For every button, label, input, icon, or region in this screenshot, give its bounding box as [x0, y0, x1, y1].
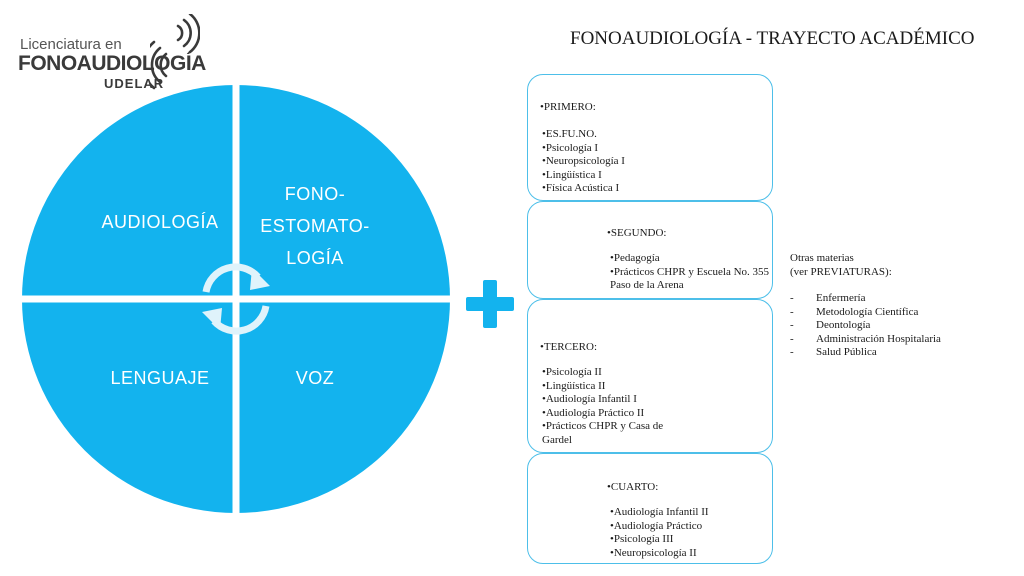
subject-item: •Prácticos CHPR y Escuela No. 355 Paso d… — [610, 265, 770, 292]
quadrant-label-voz: VOZ — [295, 368, 335, 388]
subject-item: •Psicología III — [610, 533, 674, 545]
subject-item: •Psicología I — [542, 141, 599, 154]
year-box-tercero: •TERCERO: •Psicología II •Lingüística II… — [527, 299, 773, 453]
page-title: FONOAUDIOLOGÍA - TRAYECTO ACADÉMICO — [570, 28, 975, 49]
year-subject-list: •ES.FU.NO. •Psicología I •Neuropsicologí… — [542, 128, 752, 196]
other-subjects-list: -Enfermería -Metodología Científica -Deo… — [790, 292, 941, 360]
subject-item: •Neuropsicología I — [542, 155, 625, 167]
year-title: •CUARTO: — [607, 481, 659, 493]
subject-item: •Pedagogía — [610, 252, 660, 264]
subject-item: •Prácticos CHPR y Casa de Gardel — [542, 420, 664, 446]
quadrant-label-audiologia: AUDIOLOGÍA — [101, 212, 219, 232]
year-title: •SEGUNDO: — [607, 227, 667, 239]
subject-item: •Psicología II — [542, 366, 602, 378]
year-subject-list: •Psicología II •Lingüística II •Audiolog… — [542, 366, 692, 447]
year-subject-list: •Pedagogía •Prácticos CHPR y Escuela No.… — [610, 252, 770, 293]
subject-item: •Neuropsicología II — [610, 546, 697, 559]
subject-item: •Audiología Infantil II — [610, 506, 709, 518]
subject-item: •Lingüística II — [542, 379, 606, 392]
other-subjects-heading: Otras materias (ver PREVIATURAS): — [790, 252, 892, 278]
year-title: •PRIMERO: — [540, 101, 596, 113]
year-box-segundo: •SEGUNDO: •Pedagogía •Prácticos CHPR y E… — [527, 201, 773, 299]
other-subject-item: -Enfermería — [790, 292, 866, 304]
quadrant-label-fonoestomatologia: FONO- ESTOMATO- LOGÍA — [260, 184, 370, 268]
subject-item: •Audiología Práctico — [610, 519, 703, 532]
year-title: •TERCERO: — [540, 341, 598, 353]
year-subject-list: •Audiología Infantil II •Audiología Prác… — [610, 506, 770, 560]
other-subject-item: -Salud Pública — [790, 346, 877, 358]
logo-subtitle: Licenciatura en — [20, 36, 122, 53]
sound-waves-icon — [150, 14, 200, 90]
plus-icon — [466, 280, 514, 328]
quadrant-label-lenguaje: LENGUAJE — [110, 368, 210, 388]
other-subject-item: -Metodología Científica — [790, 305, 919, 318]
subject-item: •Audiología Infantil I — [542, 393, 637, 405]
other-subject-item: -Administración Hospitalaria — [790, 332, 941, 345]
logo-university: UDELAR — [104, 76, 165, 91]
logo-title: FONOAUDIOLOGÍA — [18, 52, 206, 75]
subject-item: •Lingüística I — [542, 168, 602, 181]
year-box-cuarto: •CUARTO: •Audiología Infantil II •Audiol… — [527, 453, 773, 564]
subject-item: •Audiología Práctico II — [542, 406, 645, 419]
subject-item: •ES.FU.NO. — [542, 128, 597, 140]
program-logo: Licenciatura en FONOAUDIOLOGÍA UDELAR — [18, 14, 206, 94]
other-subject-item: -Deontología — [790, 319, 871, 331]
year-box-primero: •PRIMERO: •ES.FU.NO. •Psicología I •Neur… — [527, 74, 773, 201]
subject-item: •Física Acústica I — [542, 182, 620, 194]
